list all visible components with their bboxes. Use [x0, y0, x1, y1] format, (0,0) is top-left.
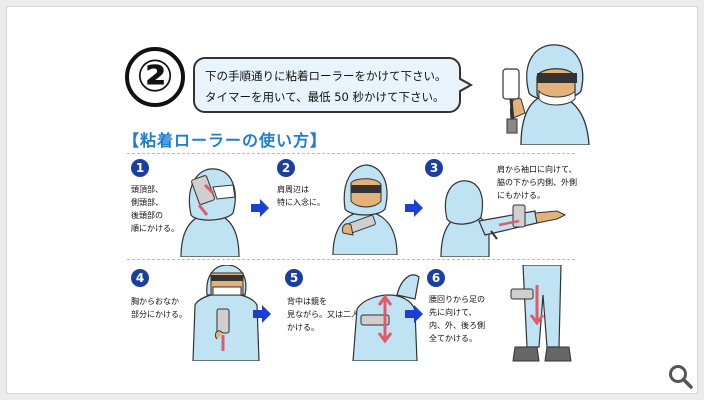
step-2-badge: 2 [277, 159, 295, 177]
arrow-4-icon [405, 305, 423, 323]
step-5-illustration [352, 274, 420, 361]
arrow-1-icon [251, 199, 269, 217]
step-5-badge: 5 [285, 269, 303, 287]
step-4-text: 胸からおなか 部分にかける。 [131, 297, 187, 319]
arrow-2-icon [405, 199, 423, 217]
step-1-text: 頭頂部、 側頭部、 後頭部の 順にかける。 [131, 185, 179, 233]
step-6-text: 腰回りから足の 先に向けて、 内、外、後ろ側 全てかける。 [429, 295, 485, 343]
step-1-badge: 1 [131, 159, 149, 177]
bubble-tail-fill [458, 79, 469, 91]
instruction-bubble: 下の手順通りに粘着ローラーをかけて下さい。 タイマーを用いて、最低 50 秒かけ… [193, 57, 473, 113]
step-6-badge: 6 [427, 269, 445, 287]
step-4-illustration [192, 265, 260, 361]
step-5-text: 背中は鏡を 見ながら。又は二人で かける。 [287, 297, 367, 332]
top-divider [127, 153, 575, 154]
instruction-line-2: タイマーを用いて、最低 50 秒かけて下さい。 [205, 90, 445, 104]
instruction-line-1: 下の手順通りに粘着ローラーをかけて下さい。 [205, 69, 447, 83]
step-6-illustration [510, 265, 572, 362]
arrow-3-icon [253, 305, 271, 323]
step-3-badge: 3 [425, 159, 443, 177]
step-4-badge: 4 [131, 269, 149, 287]
step-2-text: 肩周辺は 特に入念に。 [277, 185, 325, 207]
magnifier-icon[interactable] [668, 364, 694, 390]
worker-with-roller-illustration [502, 44, 590, 145]
section-title: 【粘着ローラーの使い方】 [123, 131, 328, 150]
step-number-circle: ② [125, 47, 185, 107]
step-3-illustration [440, 180, 567, 257]
step-3-text: 肩から袖口に向けて、 脇の下から内側、外側 にもかける。 [497, 165, 577, 200]
document-page: ② 下の手順通りに粘着ローラーをかけて下さい。 タイマーを用いて、最低 50 秒… [6, 6, 698, 394]
middle-divider [127, 259, 575, 260]
step-2-illustration [332, 164, 398, 255]
step-1-illustration [180, 168, 240, 257]
